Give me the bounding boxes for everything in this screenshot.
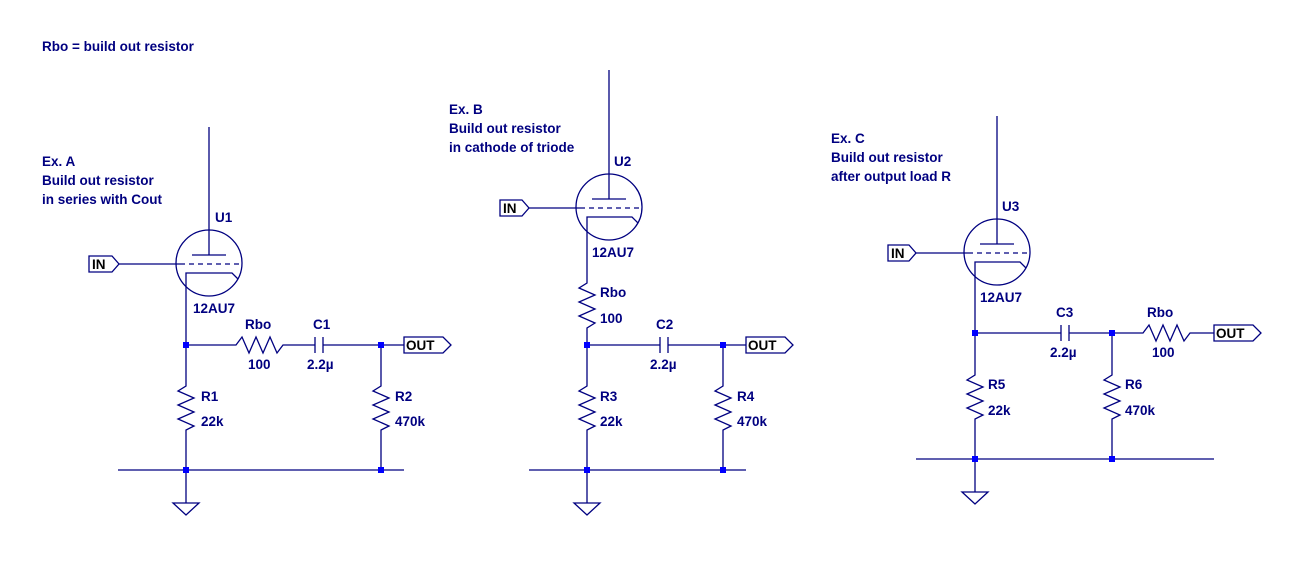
c2-ref: C2 bbox=[656, 317, 673, 332]
c3-capacitor[interactable] bbox=[975, 325, 1112, 341]
r6-value: 470k bbox=[1125, 403, 1156, 418]
rbo-a-ref: Rbo bbox=[245, 317, 271, 332]
out-port-a[interactable]: OUT bbox=[403, 336, 452, 354]
r2-value: 470k bbox=[395, 414, 426, 429]
rbo-b-ref: Rbo bbox=[600, 285, 626, 300]
u3-ref: U3 bbox=[1002, 199, 1020, 214]
u1-value: 12AU7 bbox=[193, 301, 235, 316]
r6-resistor[interactable] bbox=[1102, 333, 1122, 459]
note-a-line1: Ex. A bbox=[42, 154, 76, 169]
r1-value: 22k bbox=[201, 414, 224, 429]
c2-capacitor[interactable] bbox=[587, 337, 723, 353]
note-b-line1: Ex. B bbox=[449, 102, 483, 117]
in-port-b[interactable]: IN bbox=[499, 199, 530, 217]
u2-value: 12AU7 bbox=[592, 245, 634, 260]
rbo-b-value: 100 bbox=[600, 311, 623, 326]
r4-value: 470k bbox=[737, 414, 768, 429]
c1-value: 2.2µ bbox=[307, 357, 334, 372]
r3-ref: R3 bbox=[600, 389, 618, 404]
c1-ref: C1 bbox=[313, 317, 331, 332]
note-c-line1: Ex. C bbox=[831, 131, 865, 146]
c1-capacitor[interactable] bbox=[314, 337, 381, 353]
ground-symbol-b bbox=[572, 502, 602, 516]
u2-ref: U2 bbox=[614, 154, 631, 169]
r2-ref: R2 bbox=[395, 389, 412, 404]
tube-u2[interactable] bbox=[529, 70, 643, 241]
r3-resistor[interactable] bbox=[577, 345, 597, 470]
tube-u3[interactable] bbox=[916, 116, 1031, 333]
r5-ref: R5 bbox=[988, 377, 1006, 392]
in-port-a-label: IN bbox=[92, 257, 106, 272]
in-port-c-label: IN bbox=[891, 246, 905, 261]
note-c-line3: after output load R bbox=[831, 169, 951, 184]
rbo-c-resistor[interactable] bbox=[1112, 323, 1214, 343]
u3-value: 12AU7 bbox=[980, 290, 1022, 305]
rbo-a-resistor[interactable] bbox=[186, 335, 315, 355]
out-port-a-label: OUT bbox=[406, 338, 435, 353]
out-port-b-label: OUT bbox=[748, 338, 777, 353]
r6-ref: R6 bbox=[1125, 377, 1143, 392]
r4-resistor[interactable] bbox=[713, 345, 733, 470]
in-port-a[interactable]: IN bbox=[88, 255, 120, 273]
circuit-b: Ex. B Build out resistor in cathode of t… bbox=[449, 70, 794, 516]
r5-value: 22k bbox=[988, 403, 1011, 418]
r2-resistor[interactable] bbox=[371, 345, 391, 470]
c2-value: 2.2µ bbox=[650, 357, 677, 372]
rbo-a-value: 100 bbox=[248, 357, 271, 372]
u1-ref: U1 bbox=[215, 210, 233, 225]
note-b-line2: Build out resistor bbox=[449, 121, 562, 136]
ground-symbol-a bbox=[171, 502, 201, 516]
r1-ref: R1 bbox=[201, 389, 219, 404]
r4-ref: R4 bbox=[737, 389, 755, 404]
r3-value: 22k bbox=[600, 414, 623, 429]
r1-resistor[interactable] bbox=[176, 345, 196, 470]
note-a-line2: Build out resistor bbox=[42, 173, 155, 188]
note-a-line3: in series with Cout bbox=[42, 192, 163, 207]
r5-resistor[interactable] bbox=[965, 333, 985, 459]
tube-u1[interactable] bbox=[119, 127, 243, 345]
header-note: Rbo = build out resistor bbox=[42, 39, 195, 54]
out-port-c[interactable]: OUT bbox=[1213, 324, 1262, 342]
circuit-a: Ex. A Build out resistor in series with … bbox=[42, 127, 452, 516]
note-c-line2: Build out resistor bbox=[831, 150, 944, 165]
c3-value: 2.2µ bbox=[1050, 345, 1077, 360]
out-port-c-label: OUT bbox=[1216, 326, 1245, 341]
note-b-line3: in cathode of triode bbox=[449, 140, 575, 155]
ground-symbol-c bbox=[960, 491, 990, 505]
rbo-c-ref: Rbo bbox=[1147, 305, 1173, 320]
c3-ref: C3 bbox=[1056, 305, 1074, 320]
in-port-c[interactable]: IN bbox=[887, 244, 917, 262]
circuit-c: Ex. C Build out resistor after output lo… bbox=[831, 116, 1262, 505]
out-port-b[interactable]: OUT bbox=[745, 336, 794, 354]
rbo-c-value: 100 bbox=[1152, 345, 1175, 360]
rbo-b-resistor[interactable] bbox=[577, 225, 597, 345]
in-port-b-label: IN bbox=[503, 201, 517, 216]
